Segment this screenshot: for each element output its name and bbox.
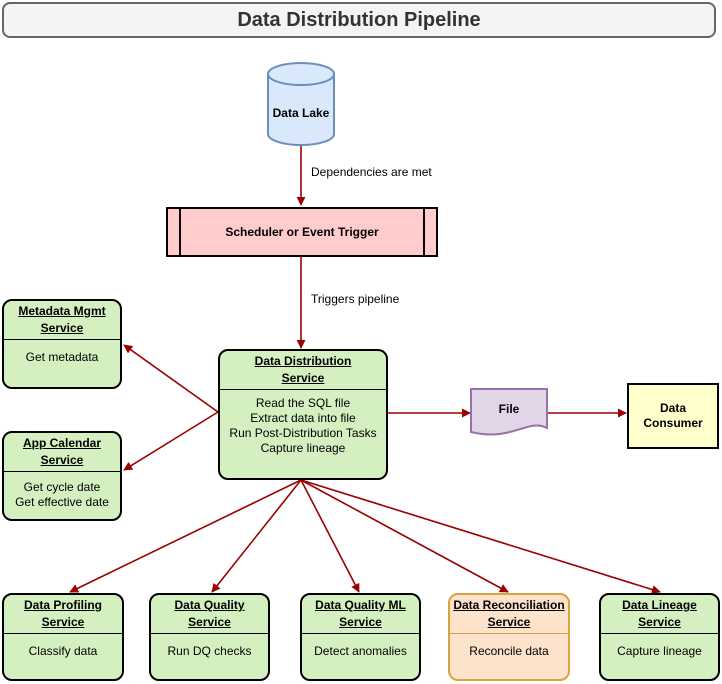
service-title: Data Quality Service	[174, 598, 245, 629]
edge-distribution-to-quality-ml	[300, 479, 360, 593]
service-tasks: Get cycle date Get effective date	[15, 480, 109, 509]
divider	[302, 633, 419, 634]
lineage-service-node: Data Lineage Service Capture lineage	[599, 593, 720, 681]
service-title: Data Profiling Service	[23, 598, 102, 629]
calendar-service-node: App Calendar Service Get cycle date Get …	[2, 431, 122, 521]
divider	[151, 633, 268, 634]
process-bar-left	[179, 209, 181, 255]
divider	[220, 389, 386, 390]
divider	[4, 633, 122, 634]
service-tasks: Get metadata	[25, 350, 99, 364]
trigger-label: Scheduler or Event Trigger	[225, 225, 379, 239]
edge-label-dependencies: Dependencies are met	[311, 165, 432, 179]
distribution-service-node: Data Distribution Service Read the SQL f…	[218, 349, 388, 480]
service-task: Detect anomalies	[314, 644, 407, 658]
service-task: Classify data	[28, 644, 98, 658]
service-task: Capture lineage	[617, 644, 702, 658]
service-task: Reconcile data	[469, 644, 549, 658]
divider	[4, 339, 120, 340]
edge-label-triggers: Triggers pipeline	[311, 292, 400, 306]
data-lake-label: Data Lake	[272, 106, 330, 120]
service-tasks: Read the SQL file Extract data into file…	[229, 396, 377, 455]
service-title: Data Lineage Service	[622, 598, 697, 629]
quality-ml-service-node: Data Quality ML Service Detect anomalies	[300, 593, 421, 681]
diagram-title: Data Distribution Pipeline	[2, 2, 716, 38]
scheduler-trigger-node: Scheduler or Event Trigger	[166, 207, 438, 257]
process-bar-right	[423, 209, 425, 255]
file-label: File	[498, 402, 520, 416]
divider	[450, 633, 568, 634]
reconciliation-service-node: Data Reconciliation Service Reconcile da…	[448, 593, 570, 681]
edge-distribution-to-profiling	[69, 479, 302, 593]
edge-distribution-to-reconciliation	[300, 479, 509, 593]
edge-distribution-to-calendar	[123, 411, 219, 471]
database-icon	[267, 62, 335, 146]
divider	[601, 633, 718, 634]
service-title: Metadata Mgmt Service	[18, 304, 106, 335]
divider	[4, 471, 120, 472]
file-node: File	[470, 388, 548, 440]
edge-distribution-to-lineage	[300, 479, 661, 594]
edge-distribution-to-quality	[211, 479, 302, 593]
profiling-service-node: Data Profiling Service Classify data	[2, 593, 124, 681]
service-title: Data Quality ML Service	[315, 598, 406, 629]
service-title: Data Reconciliation Service	[453, 598, 565, 629]
service-title: Data Distribution Service	[254, 354, 352, 385]
data-consumer-node: Data Consumer	[627, 383, 719, 449]
metadata-service-node: Metadata Mgmt Service Get metadata	[2, 299, 122, 389]
edge-distribution-to-metadata	[123, 344, 219, 413]
data-lake-node: Data Lake	[266, 60, 336, 150]
document-icon	[470, 388, 548, 436]
service-title: App Calendar Service	[22, 436, 101, 467]
service-task: Run DQ checks	[167, 644, 252, 658]
quality-service-node: Data Quality Service Run DQ checks	[149, 593, 270, 681]
